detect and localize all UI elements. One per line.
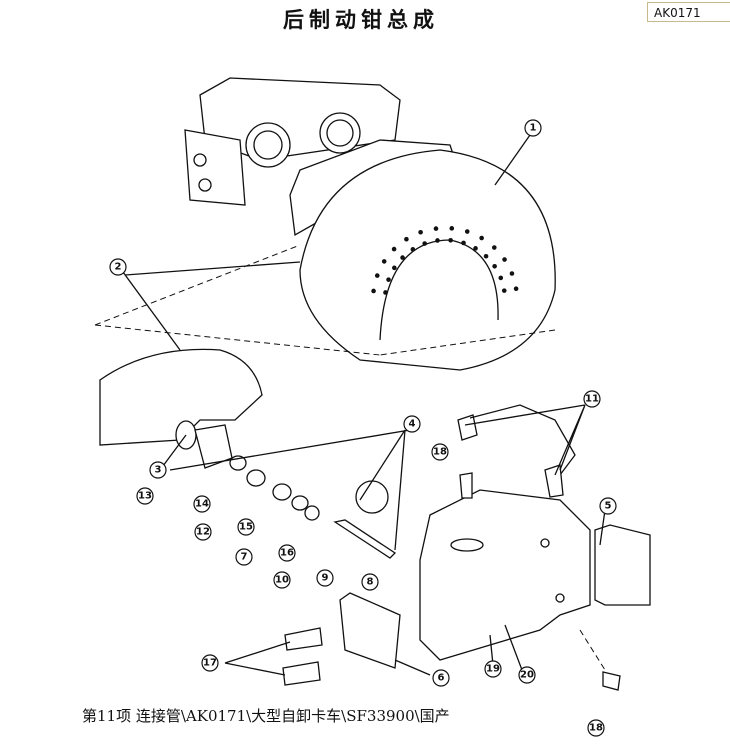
callout-circle bbox=[524, 119, 542, 137]
disc-hole bbox=[422, 241, 427, 246]
callout-number: 9 bbox=[322, 573, 329, 584]
disc-hole bbox=[391, 246, 397, 252]
callout-circle bbox=[431, 443, 449, 461]
page-title: 后制动钳总成 bbox=[283, 8, 439, 32]
callout-number: 15 bbox=[239, 522, 253, 533]
callout-number: 13 bbox=[138, 491, 152, 502]
callout-number: 10 bbox=[275, 575, 289, 586]
callout-circle bbox=[583, 390, 601, 408]
disc-hole bbox=[461, 240, 466, 246]
callout-number: 19 bbox=[486, 664, 500, 675]
callout-circle bbox=[193, 495, 211, 513]
disc-hole bbox=[392, 265, 397, 271]
callout-circle bbox=[599, 497, 617, 515]
callout-circle bbox=[316, 569, 334, 587]
mounting-plate bbox=[339, 524, 651, 669]
callout-circle bbox=[194, 523, 212, 541]
disc-hole bbox=[381, 259, 387, 264]
disc-hole bbox=[410, 247, 416, 252]
fittings bbox=[457, 404, 621, 691]
callout-number: 18 bbox=[589, 723, 603, 734]
part-code-field[interactable]: AK0171 bbox=[647, 2, 730, 22]
disc-hole bbox=[473, 246, 478, 251]
callout-circle bbox=[109, 258, 127, 276]
disc-hole bbox=[464, 229, 470, 234]
disc-hole bbox=[483, 253, 489, 259]
callout-circle bbox=[403, 415, 421, 433]
callout-circle bbox=[432, 669, 450, 687]
caliper-body bbox=[419, 489, 591, 661]
callout-circle bbox=[587, 719, 605, 737]
disc-hole bbox=[502, 257, 507, 262]
callout-number: 16 bbox=[280, 548, 294, 559]
disc-hole bbox=[449, 226, 455, 231]
callout-circle bbox=[149, 461, 167, 479]
disc-hole bbox=[386, 277, 391, 282]
callout-number: 3 bbox=[155, 465, 162, 476]
disc-hole bbox=[400, 255, 405, 260]
disc-hole bbox=[374, 273, 380, 278]
callout-circle bbox=[136, 487, 154, 505]
disc-hole bbox=[433, 226, 439, 231]
callout-circle bbox=[518, 666, 536, 684]
disc-hole bbox=[509, 271, 515, 276]
disc-hole bbox=[513, 286, 519, 292]
callout-circle bbox=[237, 518, 255, 536]
caliper-housing bbox=[184, 77, 401, 206]
disc-hole bbox=[404, 236, 409, 242]
callout-number: 1 bbox=[530, 123, 537, 134]
callout-circle bbox=[273, 571, 291, 589]
callout-number: 11 bbox=[585, 394, 599, 405]
callout-number: 8 bbox=[367, 577, 374, 588]
callout-number: 17 bbox=[203, 658, 217, 669]
disc-hole bbox=[418, 229, 423, 235]
callout-circle bbox=[361, 573, 379, 591]
caption: 第11项 连接管\AK0171\大型自卸卡车\SF33900\国产 bbox=[82, 707, 450, 725]
callout-number: 7 bbox=[241, 552, 248, 563]
disc-hole bbox=[435, 238, 440, 243]
callout-number: 20 bbox=[520, 670, 534, 681]
callout-circle bbox=[278, 544, 296, 562]
callout-number: 5 bbox=[605, 501, 612, 512]
callout-number: 14 bbox=[195, 499, 209, 510]
disc-hole bbox=[383, 290, 388, 295]
disc-hole bbox=[492, 263, 497, 269]
callout-circle bbox=[484, 660, 502, 678]
callout-circle bbox=[235, 548, 253, 566]
callout-number: 6 bbox=[438, 673, 445, 684]
brake-pad-lower bbox=[99, 348, 263, 446]
disc-hole bbox=[501, 288, 507, 293]
disc-hole bbox=[479, 235, 484, 241]
callout-number: 12 bbox=[196, 527, 210, 538]
disc-hole bbox=[498, 275, 504, 281]
disc-hole bbox=[371, 288, 376, 294]
piston-parts bbox=[175, 420, 397, 559]
disc-hole bbox=[491, 245, 497, 250]
disc-holes bbox=[371, 226, 519, 295]
callout-number: 18 bbox=[433, 447, 447, 458]
callout-circle bbox=[201, 654, 219, 672]
bolts bbox=[282, 627, 323, 686]
callout-number: 2 bbox=[115, 262, 122, 273]
callout-number: 4 bbox=[409, 419, 416, 430]
disc-hole bbox=[448, 237, 453, 243]
